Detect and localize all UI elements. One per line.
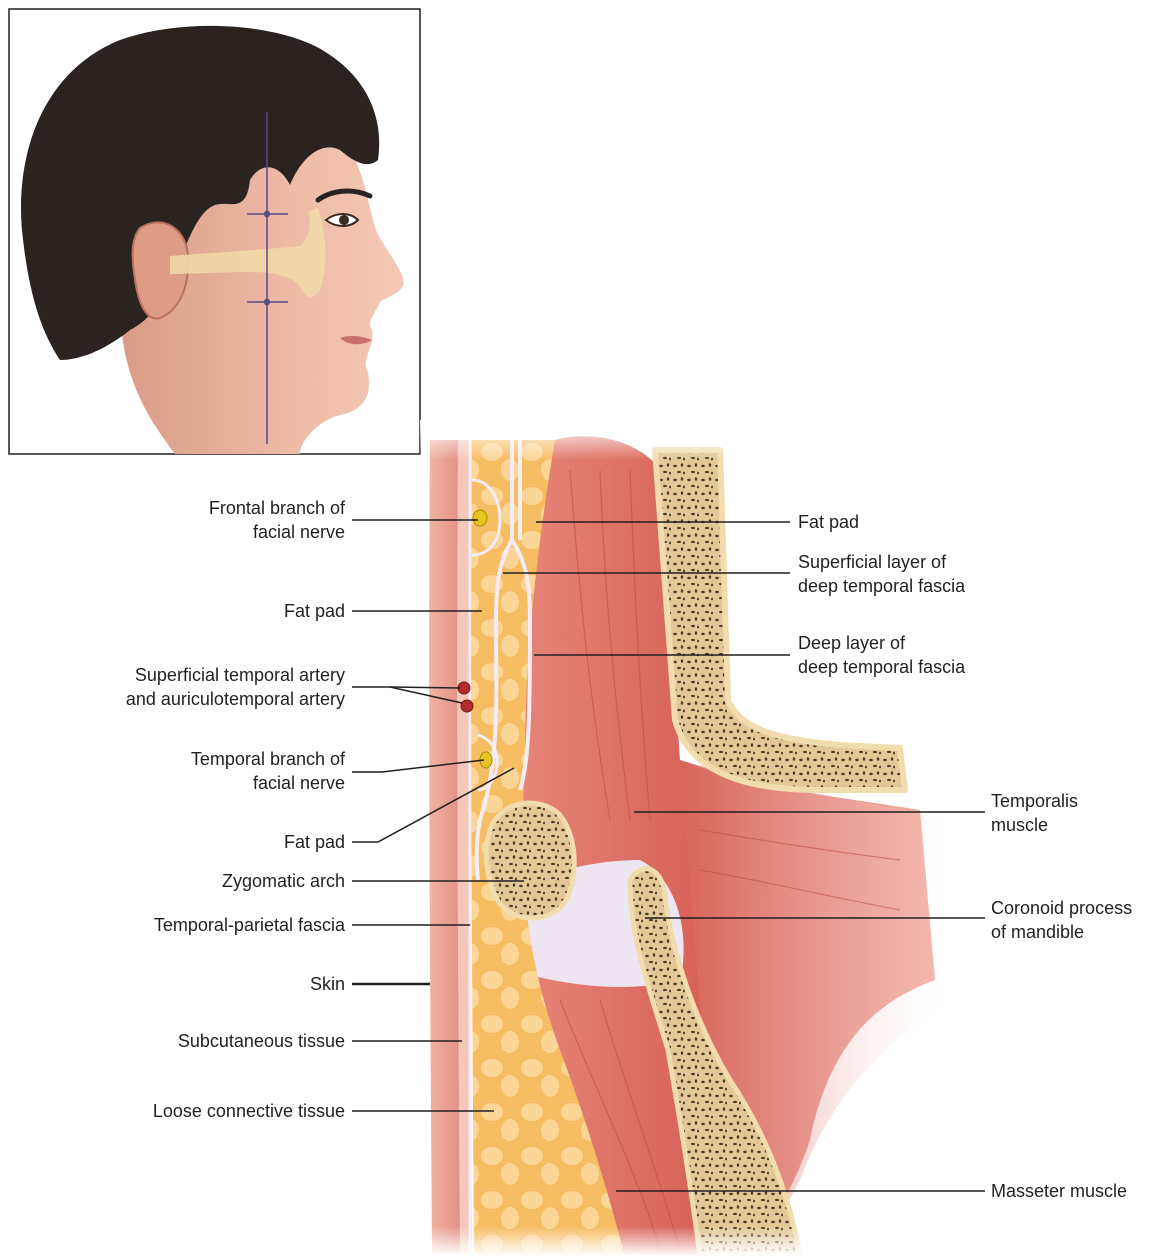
temporal-parietal-fascia-line bbox=[469, 440, 471, 1256]
label-temporalis-muscle: Temporalis muscle bbox=[991, 789, 1078, 837]
label-coronoid-process: Coronoid process of mandible bbox=[991, 896, 1132, 944]
temporal-bone bbox=[655, 450, 905, 790]
label-skin: Skin bbox=[310, 972, 345, 996]
label-masseter-muscle: Masseter muscle bbox=[991, 1179, 1127, 1203]
label-superficial-layer-deep-temporal-fascia: Superficial layer of deep temporal fasci… bbox=[798, 550, 965, 598]
label-subcutaneous-tissue: Subcutaneous tissue bbox=[178, 1029, 345, 1053]
label-superficial-temporal-artery: Superficial temporal artery and auriculo… bbox=[126, 663, 345, 711]
label-zygomatic-arch: Zygomatic arch bbox=[222, 869, 345, 893]
label-temporal-branch: Temporal branch of facial nerve bbox=[191, 747, 345, 795]
label-loose-connective-tissue: Loose connective tissue bbox=[153, 1099, 345, 1123]
cross-section-illustration bbox=[420, 420, 980, 1256]
label-fat-pad-lower-left: Fat pad bbox=[284, 830, 345, 854]
label-deep-layer-deep-temporal-fascia: Deep layer of deep temporal fascia bbox=[798, 631, 965, 679]
zygomatic-arch-bone bbox=[486, 803, 574, 918]
label-fat-pad-right: Fat pad bbox=[798, 510, 859, 534]
auriculotemporal-artery-vessel bbox=[461, 700, 473, 712]
label-frontal-branch: Frontal branch of facial nerve bbox=[209, 496, 345, 544]
label-temporal-parietal-fascia: Temporal-parietal fascia bbox=[154, 913, 345, 937]
head-profile-illustration bbox=[9, 9, 420, 454]
leader-superficial-temporal-artery-b bbox=[390, 687, 460, 688]
label-fat-pad-upper-left: Fat pad bbox=[284, 599, 345, 623]
